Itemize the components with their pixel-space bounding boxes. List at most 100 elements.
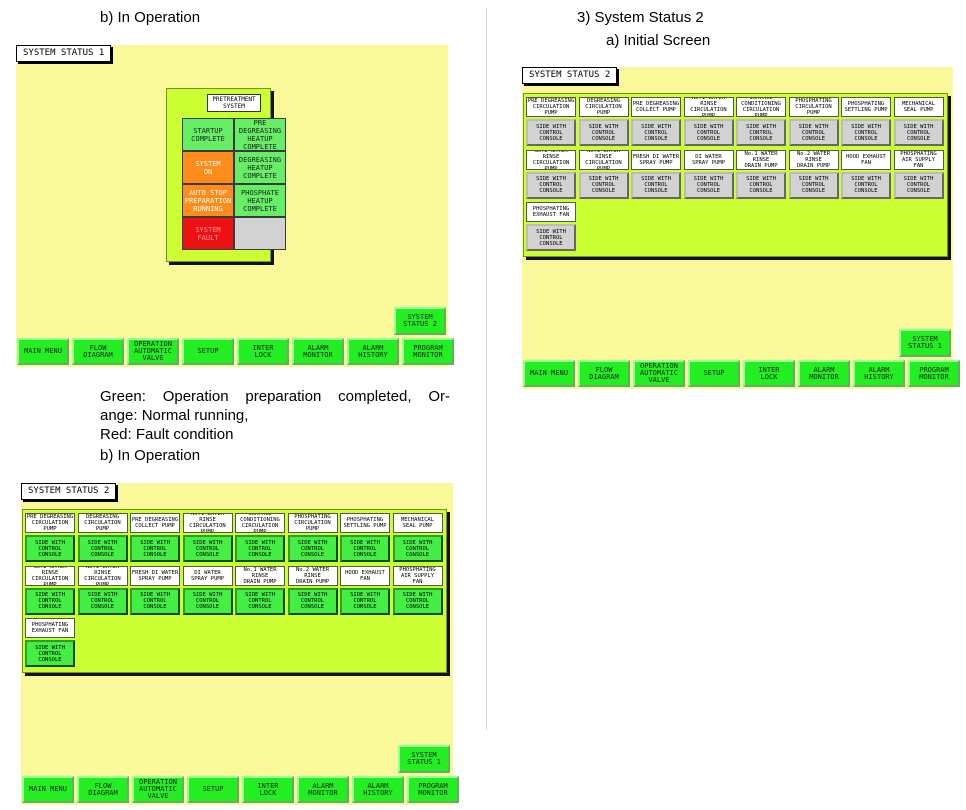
device-state-button[interactable]: SIDE WITH CONTROL CONSOLE bbox=[340, 535, 390, 562]
nav-button-alarm-monitor[interactable]: ALARM MONITOR bbox=[798, 360, 850, 387]
device-state-button[interactable]: SIDE WITH CONTROL CONSOLE bbox=[893, 171, 944, 199]
device-state-button[interactable]: SIDE WITH CONTROL CONSOLE bbox=[631, 119, 681, 146]
device-state-button[interactable]: SIDE WITH CONTROL CONSOLE bbox=[631, 171, 681, 199]
device-state-button[interactable]: SIDE WITH CONTROL CONSOLE bbox=[526, 224, 576, 251]
device-state-button[interactable]: SIDE WITH CONTROL CONSOLE bbox=[893, 119, 944, 146]
device-state-button[interactable]: SIDE WITH CONTROL CONSOLE bbox=[683, 119, 734, 146]
device-state-button[interactable]: SIDE WITH CONTROL CONSOLE bbox=[841, 119, 891, 146]
nav-button-setup[interactable]: SETUP bbox=[187, 776, 239, 803]
nav-button-flow-diagram[interactable]: FLOW DIAGRAM bbox=[77, 776, 129, 803]
device-state-button[interactable]: SIDE WITH CONTROL CONSOLE bbox=[736, 171, 786, 199]
nav-button-inter-lock[interactable]: INTER LOCK bbox=[237, 338, 289, 365]
device-state-button[interactable]: SIDE WITH CONTROL CONSOLE bbox=[235, 535, 285, 562]
nav-button-inter-lock[interactable]: INTER LOCK bbox=[242, 776, 294, 803]
system-status-2-button[interactable]: SYSTEM STATUS 2 bbox=[394, 307, 446, 335]
device-state-button[interactable]: SIDE WITH CONTROL CONSOLE bbox=[578, 119, 629, 146]
nav-button-operation-automatic-valve[interactable]: OPERATION AUTOMATIC VALVE bbox=[633, 360, 685, 387]
nav-button-main-menu[interactable]: MAIN MENU bbox=[22, 776, 74, 803]
nav-button-alarm-history[interactable]: ALARM HISTORY bbox=[853, 360, 905, 387]
device-state-button[interactable]: SIDE WITH CONTROL CONSOLE bbox=[526, 119, 576, 146]
device-state-button[interactable]: SIDE WITH CONTROL CONSOLE bbox=[25, 640, 75, 667]
nav-button-alarm-history[interactable]: ALARM HISTORY bbox=[347, 338, 399, 365]
nav-button-main-menu[interactable]: MAIN MENU bbox=[523, 360, 575, 387]
status-cell-auto-stop-preparation: AUTO STOP PREPARATION RUNNING bbox=[182, 184, 234, 217]
device-state-button[interactable]: SIDE WITH CONTROL CONSOLE bbox=[736, 119, 786, 146]
device-state-button[interactable]: SIDE WITH CONTROL CONSOLE bbox=[77, 587, 128, 615]
nav-button-program-monitor[interactable]: PROGRAM MONITOR bbox=[407, 776, 459, 803]
device-state-button[interactable]: SIDE WITH CONTROL CONSOLE bbox=[526, 171, 576, 199]
device-state-button[interactable]: SIDE WITH CONTROL CONSOLE bbox=[841, 171, 891, 199]
device-state-button[interactable]: SIDE WITH CONTROL CONSOLE bbox=[683, 171, 734, 199]
device-state-button[interactable]: SIDE WITH CONTROL CONSOLE bbox=[25, 587, 75, 615]
device-state-button[interactable]: SIDE WITH CONTROL CONSOLE bbox=[130, 587, 180, 615]
device-state-button[interactable]: SIDE WITH CONTROL CONSOLE bbox=[182, 535, 233, 562]
device-state-button[interactable]: SIDE WITH CONTROL CONSOLE bbox=[788, 119, 839, 146]
nav-button-flow-diagram[interactable]: FLOW DIAGRAM bbox=[72, 338, 124, 365]
system-status-1-button[interactable]: SYSTEM STATUS 1 bbox=[899, 329, 951, 357]
device-state-button[interactable]: SIDE WITH CONTROL CONSOLE bbox=[578, 171, 629, 199]
nav-button-operation-automatic-valve[interactable]: OPERATION AUTOMATIC VALVE bbox=[132, 776, 184, 803]
nav-button-setup[interactable]: SETUP bbox=[688, 360, 740, 387]
device-state-button[interactable]: SIDE WITH CONTROL CONSOLE bbox=[392, 535, 443, 562]
device-state-button[interactable]: SIDE WITH CONTROL CONSOLE bbox=[235, 587, 285, 615]
nav-button-main-menu[interactable]: MAIN MENU bbox=[17, 338, 69, 365]
device-state-button[interactable]: SIDE WITH CONTROL CONSOLE bbox=[25, 535, 75, 562]
device-name: No.1 WATER RINSE DRAIN PUMP bbox=[235, 565, 285, 586]
caption-initial-screen: a) Initial Screen bbox=[606, 32, 711, 49]
nav-button-setup[interactable]: SETUP bbox=[182, 338, 234, 365]
device-state-button[interactable]: SIDE WITH CONTROL CONSOLE bbox=[287, 587, 338, 615]
device-state-button[interactable]: SIDE WITH CONTROL CONSOLE bbox=[130, 535, 180, 562]
nav-button-alarm-history[interactable]: ALARM HISTORY bbox=[352, 776, 404, 803]
nav-button-flow-diagram[interactable]: FLOW DIAGRAM bbox=[578, 360, 630, 387]
device-name: No.2 WATER RINSE CIRCULATION PUMP bbox=[526, 149, 576, 170]
nav-button-inter-lock[interactable]: INTER LOCK bbox=[743, 360, 795, 387]
nav-button-alarm-monitor[interactable]: ALARM MONITOR bbox=[297, 776, 349, 803]
device-state-button[interactable]: SIDE WITH CONTROL CONSOLE bbox=[788, 171, 839, 199]
device-state-button[interactable]: SIDE WITH CONTROL CONSOLE bbox=[182, 587, 233, 615]
device-state-button[interactable]: SIDE WITH CONTROL CONSOLE bbox=[77, 535, 128, 562]
nav-button-program-monitor[interactable]: PROGRAM MONITOR bbox=[402, 338, 454, 365]
nav-button-operation-automatic-valve[interactable]: OPERATION AUTOMATIC VALVE bbox=[127, 338, 179, 365]
device-state-button[interactable]: SIDE WITH CONTROL CONSOLE bbox=[340, 587, 390, 615]
system-status-1-button[interactable]: SYSTEM STATUS 1 bbox=[398, 745, 450, 773]
nav-button-alarm-monitor[interactable]: ALARM MONITOR bbox=[292, 338, 344, 365]
nav-button-program-monitor[interactable]: PROGRAM MONITOR bbox=[908, 360, 960, 387]
device-state-button[interactable]: SIDE WITH CONTROL CONSOLE bbox=[392, 587, 443, 615]
device-state-button[interactable]: SIDE WITH CONTROL CONSOLE bbox=[287, 535, 338, 562]
